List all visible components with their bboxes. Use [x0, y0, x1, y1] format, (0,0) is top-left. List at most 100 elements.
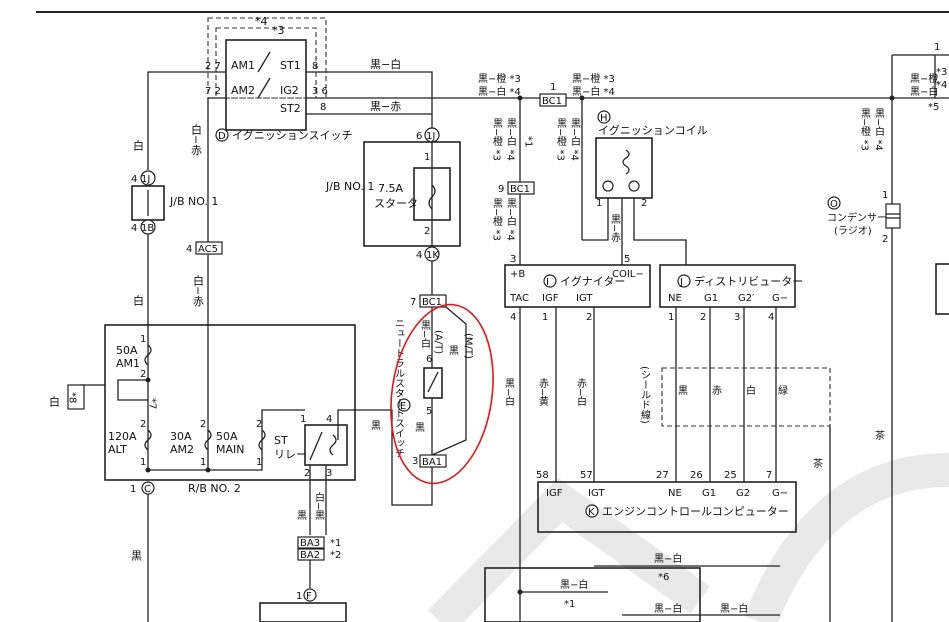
watermark [427, 453, 949, 622]
ac5-pin: 4 [186, 244, 192, 255]
ecu-g2: G2 [736, 488, 750, 499]
cond-pin1: 1 [882, 190, 888, 201]
ign-pin-r1: 8 [312, 61, 318, 72]
ign-pin-l2: 7 2 [205, 86, 221, 97]
nss-mt: (M/T) [463, 333, 474, 359]
shield-w4: 緑 [776, 384, 788, 395]
relay-pin4: 4 [326, 414, 332, 425]
igniter-pin2: 2 [586, 312, 592, 323]
switch-wires: 黒−白 黒−赤 白 白−赤 [132, 57, 949, 242]
bc1-top-l2: 黒−白 *4 [478, 85, 521, 98]
coil-pin1: 1 [596, 198, 602, 209]
wire-st1: 黒−白 [370, 57, 401, 71]
rb-fuse3-name: AM2 [170, 443, 194, 456]
jbl-pin2: 4 [131, 223, 137, 234]
bot-w4: 黒−白 [720, 602, 748, 615]
ba-wire2: 白−黒 [313, 491, 325, 521]
wire-white-left: 白 [132, 294, 145, 306]
jbf-c2: 1K [426, 250, 439, 261]
cond-label1: コンデンサー [827, 211, 887, 224]
ba-wire1: 黒 [295, 510, 307, 521]
rb-fuse3-amp: 30A [170, 430, 192, 443]
rb-c-pin: 1 [130, 484, 136, 495]
dist-ne: NE [668, 293, 682, 304]
igniter-plusb: +B [510, 269, 525, 280]
jb-left: 1J 4 1B 4 J/B NO. 1 白 [131, 170, 218, 325]
highlight-ellipse [390, 303, 494, 485]
ac5-tag: AC5 [198, 244, 218, 255]
ign-circle: D [218, 131, 226, 142]
rb-label: R/B NO. 2 [188, 482, 241, 495]
ecu-pin25: 25 [724, 470, 737, 481]
bc1-mid-tag: BC1 [422, 297, 442, 308]
rb-pin-b: 2 [140, 369, 146, 380]
jbf-pin1: 1 [424, 152, 430, 163]
ecu-pin57: 57 [580, 470, 593, 481]
dist-circle: J [679, 277, 683, 288]
dist-label: ディストリビューター [694, 274, 803, 288]
bc1-top-pin: 1 [550, 82, 556, 93]
igniter-top-pin3: 3 [510, 254, 516, 265]
feed-star1: *1 [523, 136, 534, 147]
feed-v3: 黒−橙 *3 [491, 198, 503, 241]
bc1-left-pin: 9 [498, 184, 504, 195]
ign-term-am1: AM1 [231, 59, 255, 72]
wire-kuro: 黒 [369, 420, 381, 431]
dist-pin4: 4 [768, 312, 774, 323]
nss-at: (A/T) [433, 330, 444, 354]
jbf-label: J/B NO. 1 [325, 180, 374, 193]
rb-pin-a: 1 [140, 334, 146, 345]
f-pin: 1 [296, 591, 302, 602]
nss-pin5: 5 [426, 406, 432, 417]
cond-v1: 黒−橙 *3 [859, 108, 871, 151]
ign-pin-r3: 8 [320, 102, 326, 113]
relay-pin3: 3 [326, 468, 332, 479]
dist-g2: G2′ [738, 293, 755, 304]
rb-pin-c: 2 [140, 419, 146, 430]
bc1-top-r1: 黒−橙 *3 [572, 72, 615, 85]
ign-term-ig2: IG2 [280, 84, 299, 97]
shield-label: (シールド線) [639, 366, 651, 424]
wire-st2: 黒−赤 [370, 100, 401, 113]
bc1-left-tag: BC1 [510, 184, 530, 195]
cond-v2: 黒−白 *4 [873, 108, 885, 151]
ign-pin-l1: 2 7 [205, 61, 221, 72]
f-circle: F [306, 591, 312, 602]
bc1-mid-pin: 7 [410, 297, 416, 308]
coil-label: イグニッションコイル [598, 123, 708, 137]
ignition-switch: *4 *3 AM1 AM2 ST1 IG2 ST2 2 7 7 2 8 3 6 … [205, 15, 353, 142]
bc1-mid: BC1 7 [410, 294, 447, 308]
jbl-c2: 1B [141, 223, 154, 234]
jbf-value: 7.5A [378, 182, 403, 195]
sig-wire5: 茶 [873, 429, 885, 440]
dist-pin2: 2 [700, 312, 706, 323]
nss-wire-mt: 黒 [447, 345, 459, 356]
rb-side-wire: 白 [48, 395, 61, 407]
ecu-pin27: 27 [656, 470, 669, 481]
ign-term-am2: AM2 [231, 84, 255, 97]
feed-v1: 黒−橙 *3 [491, 118, 503, 161]
relay-pin1: 1 [300, 414, 306, 425]
jbl-label: J/B NO. 1 [169, 195, 218, 208]
rb-fuse4-amp: 50A [216, 430, 238, 443]
jbf-pin-top: 6 [416, 131, 422, 142]
bc1-top-l1: 黒−橙 *3 [478, 72, 521, 85]
igniter-top-pin5: 5 [624, 254, 630, 265]
igniter: I イグナイター +B COIL− TAC IGF IGT 3 5 4 1 2 … [503, 254, 651, 622]
rb-side-star: *8 [67, 392, 78, 403]
dist-pin1: 1 [668, 312, 674, 323]
cond-pin2: 2 [882, 234, 888, 245]
rb-c: C [144, 484, 151, 495]
re-star5: *5 [928, 102, 939, 113]
igniter-igf: IGF [542, 293, 559, 304]
nss-tag: BA1 [422, 457, 442, 468]
ecu-circle: K [588, 507, 595, 518]
shield-w3: 白 [744, 384, 755, 395]
igniter-pin1: 1 [542, 312, 548, 323]
feed-v5: 黒−橙 *3 [555, 118, 567, 161]
bc1-top-tag: BC1 [542, 96, 562, 107]
wire-bottom-left: 黒 [130, 550, 143, 561]
nss-pin6: 6 [426, 354, 432, 365]
condenser: 1 2 O コンデンサー (ラジオ) 黒−橙 *3 黒−白 *4 茶 [827, 55, 901, 622]
ecu-pin26: 26 [690, 470, 703, 481]
